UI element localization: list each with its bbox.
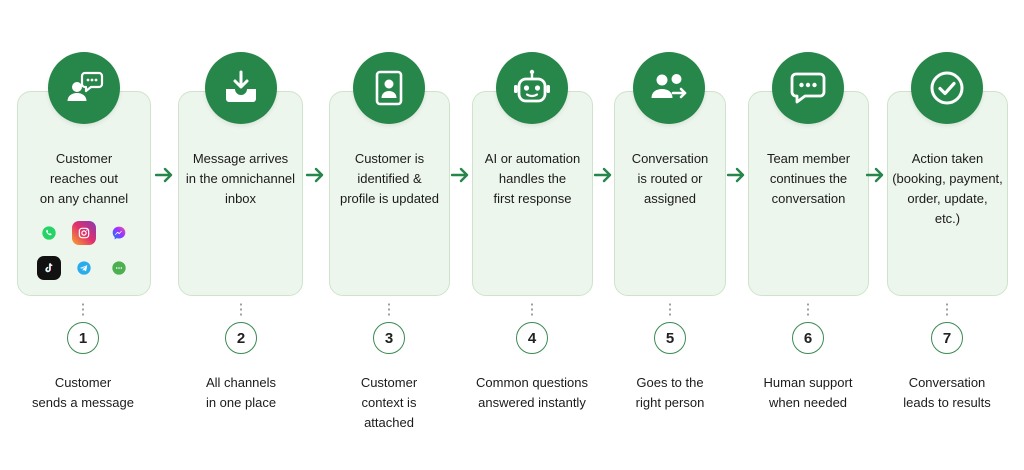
arrow-right-icon	[727, 167, 745, 183]
step-number: 3	[373, 322, 405, 354]
step-card-text: Customer is identified & profile is upda…	[339, 151, 439, 206]
step-caption: Customer sends a message	[32, 375, 134, 410]
contact-profile-icon	[353, 52, 425, 124]
step-caption: Goes to the right person	[635, 375, 705, 410]
step-caption: Human support when needed	[763, 375, 853, 410]
tiktok-icon	[37, 256, 61, 280]
messenger-icon	[107, 221, 131, 245]
customer-chat-icon	[48, 52, 120, 124]
step-number: 7	[931, 322, 963, 354]
step-card-text: Message arrives in the omnichannel inbox	[185, 151, 296, 206]
step-caption: All channels in one place	[205, 375, 277, 410]
robot-icon	[496, 52, 568, 124]
step-card-6: Team member continues the conversation	[748, 91, 869, 296]
arrow-right-icon	[155, 167, 173, 183]
step-card-7: Action taken (booking, payment, order, u…	[887, 91, 1008, 296]
dotted-connector	[388, 302, 390, 318]
step-caption: Customer context is attached	[360, 375, 418, 430]
step-card-text: Action taken (booking, payment, order, u…	[892, 151, 1003, 226]
step-card-text: Team member continues the conversation	[766, 151, 851, 206]
dotted-connector	[946, 302, 948, 318]
step-card-5: Conversation is routed or assigned	[614, 91, 726, 296]
telegram-icon	[72, 256, 96, 280]
step-number: 5	[654, 322, 686, 354]
step-caption: Common questions answered instantly	[476, 375, 588, 410]
step-number: 2	[225, 322, 257, 354]
step-card-2: Message arrives in the omnichannel inbox	[178, 91, 303, 296]
step-card-4: AI or automation handles the first respo…	[472, 91, 593, 296]
arrow-right-icon	[866, 167, 884, 183]
step-number: 4	[516, 322, 548, 354]
whatsapp-icon	[37, 221, 61, 245]
step-card-text: AI or automation handles the first respo…	[484, 151, 581, 206]
step-card-3: Customer is identified & profile is upda…	[329, 91, 450, 296]
sms-icon	[107, 256, 131, 280]
step-number: 6	[792, 322, 824, 354]
step-number: 1	[67, 322, 99, 354]
inbox-download-icon	[205, 52, 277, 124]
instagram-icon	[72, 221, 96, 245]
check-circle-icon	[911, 52, 983, 124]
arrow-right-icon	[451, 167, 469, 183]
step-card-text: Conversation is routed or assigned	[631, 151, 709, 206]
dotted-connector	[669, 302, 671, 318]
chat-bubble-icon	[772, 52, 844, 124]
route-users-icon	[633, 52, 705, 124]
arrow-right-icon	[594, 167, 612, 183]
dotted-connector	[82, 302, 84, 318]
arrow-right-icon	[306, 167, 324, 183]
dotted-connector	[807, 302, 809, 318]
dotted-connector	[531, 302, 533, 318]
step-card-text: Customer reaches out on any channel	[39, 151, 129, 206]
step-caption: Conversation leads to results	[903, 375, 991, 410]
dotted-connector	[240, 302, 242, 318]
